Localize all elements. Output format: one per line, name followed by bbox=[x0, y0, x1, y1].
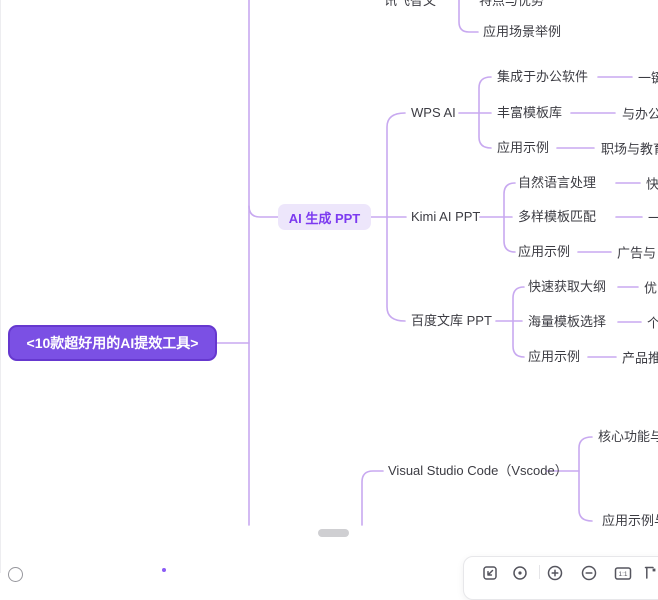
feature-node[interactable]: 丰富模板库 bbox=[497, 105, 563, 121]
svg-text:1:1: 1:1 bbox=[618, 571, 627, 578]
toolbar-divider bbox=[539, 565, 540, 579]
feature-node[interactable]: 应用示例 bbox=[497, 140, 550, 156]
detail-node[interactable]: 产品推 bbox=[622, 350, 658, 366]
canvas-toolbar: 1:1 bbox=[463, 556, 658, 600]
horizontal-scrollbar-thumb[interactable] bbox=[318, 529, 349, 537]
purple-indicator-dot bbox=[162, 568, 166, 572]
tool-node-vscode[interactable]: Visual Studio Code（Vscode） bbox=[388, 463, 568, 479]
feature-node[interactable]: 多样模板匹配 bbox=[518, 209, 597, 225]
category-node-ai-ppt[interactable]: AI 生成 PPT bbox=[278, 204, 371, 230]
zoom-in-icon[interactable] bbox=[545, 563, 565, 583]
detail-node[interactable]: 优 bbox=[644, 280, 658, 296]
detail-node[interactable]: 一 bbox=[648, 210, 658, 226]
detail-node[interactable]: 一键 bbox=[638, 70, 658, 86]
feature-node[interactable]: 集成于办公软件 bbox=[497, 69, 589, 85]
node-scenario-examples[interactable]: 应用场景举例 bbox=[483, 24, 562, 40]
detail-node[interactable]: 职场与教育 bbox=[601, 141, 658, 157]
tool-node-kimi-ai-ppt[interactable]: Kimi AI PPT bbox=[411, 209, 481, 225]
detail-node[interactable]: 快 bbox=[646, 176, 658, 192]
feature-node[interactable]: 核心功能与 bbox=[598, 429, 658, 445]
help-button[interactable] bbox=[8, 567, 23, 582]
feature-node[interactable]: 海量模板选择 bbox=[528, 314, 607, 330]
fit-ratio-icon[interactable]: 1:1 bbox=[613, 563, 633, 583]
feature-node[interactable]: 应用示例 bbox=[528, 349, 581, 365]
tool-node-wps-ai[interactable]: WPS AI bbox=[411, 105, 456, 121]
tool-node-baidu-wenku-ppt[interactable]: 百度文库 PPT bbox=[411, 313, 492, 329]
locate-icon[interactable] bbox=[510, 563, 530, 583]
flag-icon[interactable] bbox=[640, 563, 658, 583]
zoom-out-icon[interactable] bbox=[579, 563, 599, 583]
detail-node[interactable]: 与办公场 bbox=[622, 106, 658, 122]
root-node[interactable]: <10款超好用的AI提效工具> bbox=[8, 325, 217, 361]
node-partial-tool[interactable]: 讯飞智文 bbox=[384, 0, 437, 9]
feature-node[interactable]: 快速获取大纲 bbox=[528, 279, 607, 295]
feature-node[interactable]: 应用示例 bbox=[518, 244, 571, 260]
center-icon[interactable] bbox=[480, 563, 500, 583]
detail-node[interactable]: 个 bbox=[647, 315, 658, 331]
feature-node[interactable]: 自然语言处理 bbox=[518, 175, 597, 191]
feature-node[interactable]: 应用示例与 bbox=[602, 513, 658, 529]
detail-node[interactable]: 广告与 bbox=[617, 245, 657, 261]
node-partial-feature[interactable]: 特点与优势 bbox=[479, 0, 545, 9]
